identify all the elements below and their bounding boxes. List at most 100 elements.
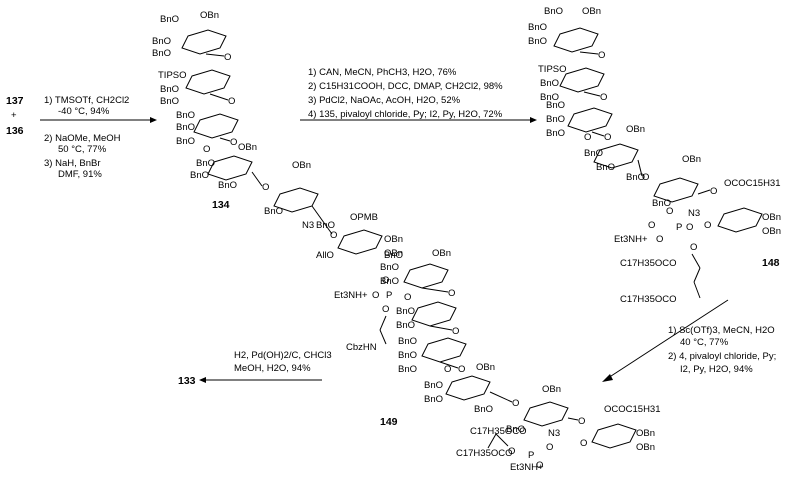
svg-text:O: O: [372, 290, 379, 301]
step2-line3: 3) PdCl2, NaOAc, AcOH, H2O, 52%: [308, 95, 461, 106]
compound-148: 148: [762, 257, 780, 269]
svg-text:O: O: [330, 230, 337, 241]
svg-text:BnO: BnO: [264, 206, 283, 217]
svg-text:P: P: [528, 450, 534, 461]
step1-line3: 2) NaOMe, MeOH: [44, 133, 121, 144]
svg-text:BnO: BnO: [546, 100, 565, 111]
svg-text:BnO: BnO: [540, 78, 559, 89]
starting-materials: 137 + 136: [6, 95, 24, 137]
svg-text:C17H35OCO: C17H35OCO: [470, 426, 527, 437]
compound-136: 136: [6, 125, 24, 137]
step3-line2: 40 °C, 77%: [680, 337, 729, 348]
svg-text:BnO: BnO: [380, 276, 399, 287]
reaction-arrow-3: [607, 299, 729, 379]
step2-line2: 2) C15H31COOH, DCC, DMAP, CH2Cl2, 98%: [308, 81, 503, 92]
svg-text:O: O: [600, 92, 607, 103]
svg-text:BnO: BnO: [384, 250, 403, 261]
svg-text:BnO: BnO: [546, 114, 565, 125]
svg-text:BnO: BnO: [584, 148, 603, 159]
svg-text:N3: N3: [548, 428, 560, 439]
svg-text:BnO: BnO: [506, 424, 525, 435]
svg-text:O: O: [224, 52, 231, 63]
svg-text:O: O: [710, 186, 717, 197]
svg-text:BnO: BnO: [540, 92, 559, 103]
step3-line1: 1) Sc(OTf)3, MeCN, H2O: [668, 325, 775, 336]
svg-text:BnO: BnO: [160, 96, 179, 107]
svg-text:C17H35OCO: C17H35OCO: [620, 294, 677, 305]
svg-text:BnO: BnO: [626, 172, 645, 183]
svg-text:O: O: [452, 326, 459, 337]
svg-text:O: O: [382, 275, 389, 286]
step4-conditions: H2, Pd(OH)2/C, CHCl3 MeOH, H2O, 94%: [234, 350, 332, 374]
svg-text:O: O: [648, 220, 655, 231]
svg-text:BnO: BnO: [528, 36, 547, 47]
svg-text:OBn: OBn: [626, 124, 645, 135]
svg-text:OBn: OBn: [384, 248, 403, 259]
svg-text:O: O: [230, 137, 237, 148]
svg-text:P: P: [386, 290, 392, 301]
svg-text:TIPSO: TIPSO: [538, 64, 567, 75]
svg-text:BnO: BnO: [652, 198, 671, 209]
svg-text:BnO: BnO: [176, 136, 195, 147]
compound-137: 137: [6, 95, 24, 107]
step4-line2: MeOH, H2O, 94%: [234, 363, 311, 374]
svg-text:O: O: [444, 364, 451, 375]
svg-text:OBn: OBn: [762, 212, 781, 223]
reaction-arrow-4-head: [199, 377, 206, 383]
svg-text:C17H35OCO: C17H35OCO: [620, 258, 677, 269]
step2-conditions: 1) CAN, MeCN, PhCH3, H2O, 76% 2) C15H31C…: [308, 67, 503, 120]
svg-text:BnO: BnO: [398, 336, 417, 347]
svg-text:Et3NH+: Et3NH+: [614, 234, 648, 245]
step1-line5: 3) NaH, BnBr: [44, 158, 101, 169]
svg-text:BnO: BnO: [190, 170, 209, 181]
svg-text:OBn: OBn: [682, 154, 701, 165]
step1-line2: -40 °C, 94%: [58, 106, 110, 117]
svg-text:BnO: BnO: [596, 162, 615, 173]
svg-text:O: O: [536, 460, 543, 471]
svg-text:C17H35OCO: C17H35OCO: [456, 448, 513, 459]
svg-text:O: O: [690, 242, 697, 253]
reaction-arrow-3-head: [602, 374, 613, 382]
svg-text:O: O: [458, 364, 465, 375]
svg-text:O: O: [604, 132, 611, 143]
svg-text:N3: N3: [688, 208, 700, 219]
svg-text:O: O: [508, 446, 515, 457]
step3-conditions: 1) Sc(OTf)3, MeCN, H2O 40 °C, 77% 2) 4, …: [668, 325, 776, 375]
compound-134: 134: [212, 199, 230, 211]
structure-148: BnO OBn BnO BnO O TIPSO BnO BnO O BnO Bn…: [528, 6, 781, 305]
svg-text:OBn: OBn: [636, 428, 655, 439]
svg-text:O: O: [578, 416, 585, 427]
svg-text:O: O: [203, 144, 210, 155]
svg-text:AllO: AllO: [316, 250, 334, 261]
svg-text:BnO: BnO: [176, 122, 195, 133]
svg-text:BnO: BnO: [218, 180, 237, 191]
svg-text:OBn: OBn: [476, 362, 495, 373]
svg-text:O: O: [666, 206, 673, 217]
svg-text:BnO: BnO: [380, 262, 399, 273]
svg-text:O: O: [404, 292, 411, 303]
svg-text:BnO: BnO: [176, 110, 195, 121]
svg-text:BnO: BnO: [544, 6, 563, 17]
svg-text:O: O: [656, 234, 663, 245]
svg-text:O: O: [598, 50, 605, 61]
step3-line3: 2) 4, pivaloyl chloride, Py;: [668, 351, 776, 362]
svg-text:BnO: BnO: [398, 364, 417, 375]
svg-text:O: O: [512, 398, 519, 409]
reaction-arrow-2-head: [530, 117, 537, 123]
svg-text:BnO: BnO: [152, 36, 171, 47]
svg-text:BnO: BnO: [424, 380, 443, 391]
svg-text:OBn: OBn: [384, 234, 403, 245]
svg-text:BnO: BnO: [196, 158, 215, 169]
svg-text:OBn: OBn: [582, 6, 601, 17]
svg-text:BnO: BnO: [152, 48, 171, 59]
svg-text:O: O: [382, 304, 389, 315]
svg-text:O: O: [580, 438, 587, 449]
svg-text:O: O: [704, 220, 711, 231]
svg-text:OBn: OBn: [542, 384, 561, 395]
svg-text:OBn: OBn: [200, 10, 219, 21]
step2-line1: 1) CAN, MeCN, PhCH3, H2O, 76%: [308, 67, 457, 78]
step2-line4: 4) 135, pivaloyl chloride, Py; I2, Py, H…: [308, 109, 503, 120]
svg-text:OBn: OBn: [762, 226, 781, 237]
svg-text:CbzHN: CbzHN: [346, 342, 377, 353]
